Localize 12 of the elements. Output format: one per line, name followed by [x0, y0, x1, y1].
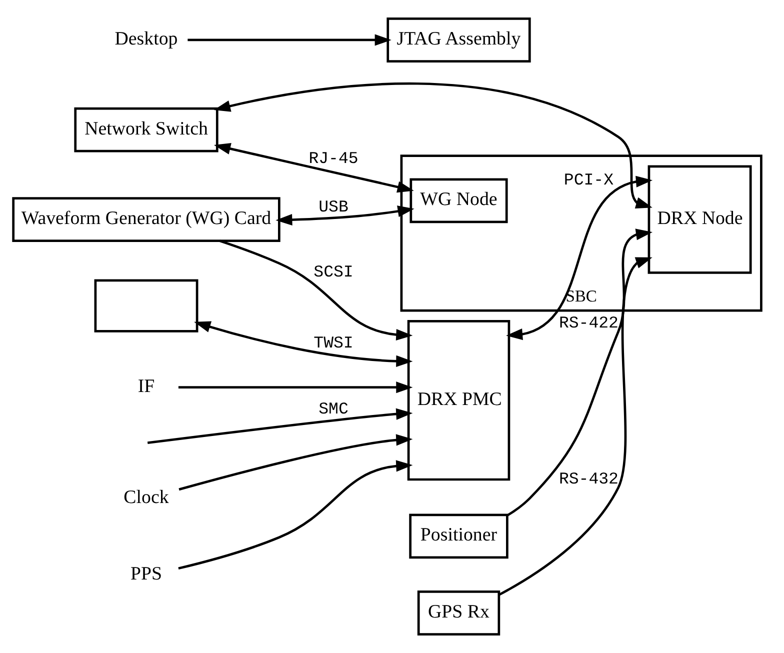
edge-label: RS-422	[558, 313, 618, 332]
node-text: Desktop	[114, 28, 178, 50]
edge-label: TWSI	[314, 333, 354, 352]
edge-label: SMC	[318, 400, 348, 419]
edge-label: SCSI	[314, 262, 354, 282]
node-text: Clock	[124, 486, 169, 508]
edge-label: PCI-X	[564, 170, 614, 190]
edge-label: USB	[318, 198, 348, 217]
node-text: IF	[138, 376, 155, 397]
edge-label: RS-432	[558, 469, 618, 488]
edge-label: RJ-45	[308, 149, 358, 168]
node-text: PPS	[130, 564, 162, 585]
